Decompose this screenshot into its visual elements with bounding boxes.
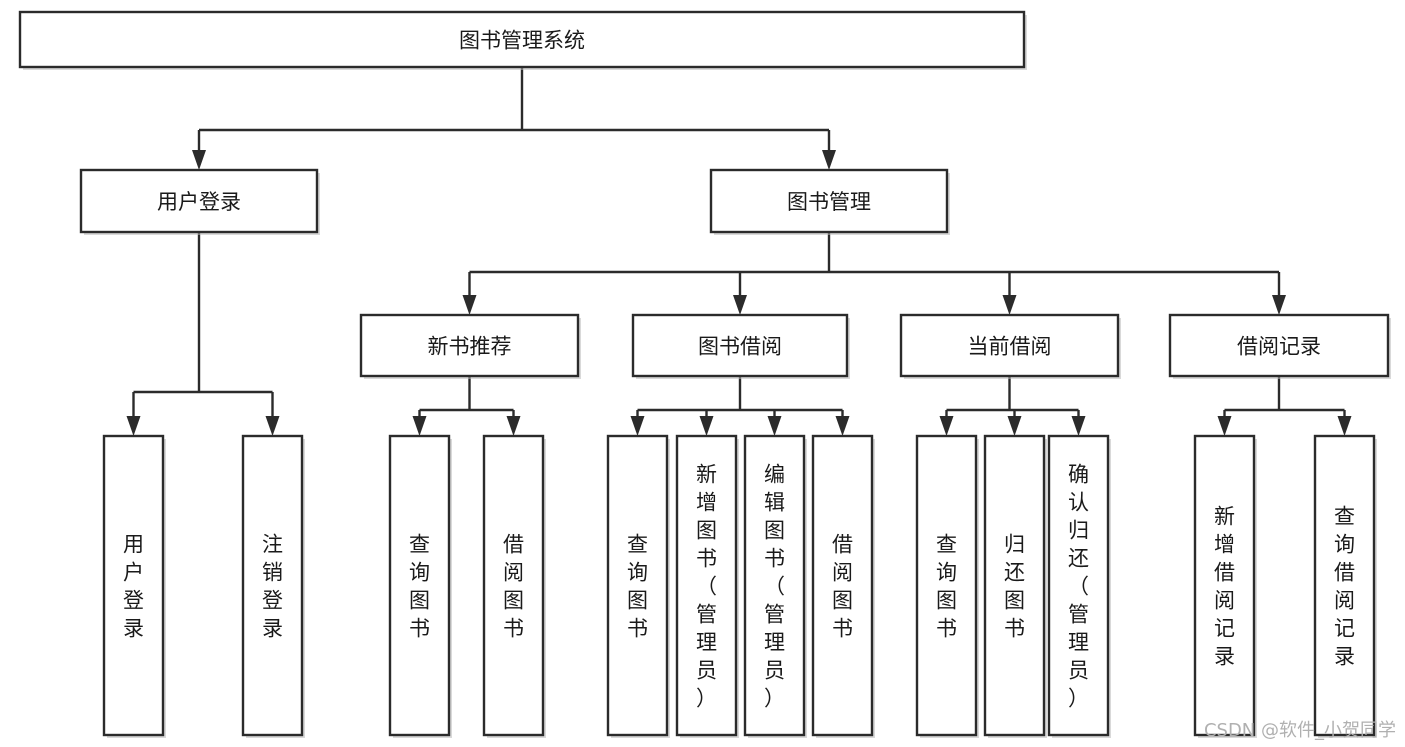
node-level2-l2-1[interactable]: 图书借阅 xyxy=(631,313,850,379)
node-leaf-leaf-11[interactable]: 新增借阅记录 xyxy=(1193,434,1257,738)
node-label: 归还图书 xyxy=(1004,532,1025,640)
connectors-l2-0-to-leaves xyxy=(412,376,521,436)
arrow-head-icon xyxy=(630,416,645,436)
node-leaf-leaf-10[interactable]: 确认归还（管理员） xyxy=(1047,434,1111,738)
arrow-head-icon xyxy=(265,416,280,436)
node-label: 图书借阅 xyxy=(698,335,782,359)
node-leaf-leaf-2[interactable]: 查询图书 xyxy=(388,434,452,738)
arrow-head-icon xyxy=(733,295,747,315)
node-label: 图书管理 xyxy=(787,190,871,214)
csdn-watermark: CSDN @软件_小贺同学 xyxy=(1204,720,1396,741)
node-leaf-leaf-3[interactable]: 借阅图书 xyxy=(482,434,546,738)
arrow-head-icon xyxy=(767,416,782,436)
node-label: 当前借阅 xyxy=(968,335,1052,359)
arrow-head-icon xyxy=(1217,416,1232,436)
arrow-head-icon xyxy=(939,416,954,436)
node-leaf-leaf-5[interactable]: 新增图书（管理员） xyxy=(675,434,739,738)
node-leaf-leaf-9[interactable]: 归还图书 xyxy=(983,434,1047,738)
connectors-level1-to-level2 xyxy=(462,232,1286,315)
node-level2-l2-3[interactable]: 借阅记录 xyxy=(1168,313,1391,379)
node-leaf-leaf-8[interactable]: 查询图书 xyxy=(915,434,979,738)
connectors-l2-2-to-leaves xyxy=(939,376,1086,436)
node-label: 新增借阅记录 xyxy=(1214,504,1235,668)
arrow-head-icon xyxy=(1272,295,1286,315)
node-level1-l1-0[interactable]: 用户登录 xyxy=(79,168,320,235)
node-label: 查询图书 xyxy=(409,532,430,640)
node-label: 借阅记录 xyxy=(1237,335,1321,359)
node-label: 新书推荐 xyxy=(428,335,512,359)
node-label: 注销登录 xyxy=(262,532,283,640)
node-label: 查询图书 xyxy=(627,532,648,640)
node-leaf-leaf-7[interactable]: 借阅图书 xyxy=(811,434,875,738)
connectors-root-to-level1 xyxy=(192,67,836,170)
arrow-head-icon xyxy=(1002,295,1017,315)
node-label: 确认归还（管理员） xyxy=(1068,462,1089,710)
arrow-head-icon xyxy=(462,295,477,315)
node-label: 查询图书 xyxy=(936,532,957,640)
node-leaf-leaf-4[interactable]: 查询图书 xyxy=(606,434,670,738)
arrow-head-icon xyxy=(1071,416,1086,436)
arrow-head-icon xyxy=(126,416,141,436)
node-label: 借阅图书 xyxy=(832,532,853,640)
arrow-head-icon xyxy=(192,150,206,170)
node-leaf-leaf-0[interactable]: 用户登录 xyxy=(102,434,166,738)
node-label: 查询借阅记录 xyxy=(1334,504,1355,668)
node-leaf-leaf-6[interactable]: 编辑图书（管理员） xyxy=(743,434,807,738)
node-label: 编辑图书（管理员） xyxy=(764,462,785,710)
node-root-root[interactable]: 图书管理系统 xyxy=(18,10,1027,70)
node-leaf-leaf-1[interactable]: 注销登录 xyxy=(241,434,305,738)
connector-lines xyxy=(126,67,1352,436)
connectors-l2-1-to-leaves xyxy=(630,376,850,436)
arrow-head-icon xyxy=(1337,416,1352,436)
node-label: 用户登录 xyxy=(123,532,144,640)
node-level2-l2-0[interactable]: 新书推荐 xyxy=(359,313,581,379)
node-leaf-leaf-12[interactable]: 查询借阅记录 xyxy=(1313,434,1377,738)
connectors-login-to-leaves xyxy=(126,232,280,436)
node-level2-l2-2[interactable]: 当前借阅 xyxy=(899,313,1121,379)
node-label: 新增图书（管理员） xyxy=(696,462,717,710)
connectors-l2-3-to-leaves xyxy=(1217,376,1352,436)
node-boxes: 图书管理系统用户登录图书管理新书推荐图书借阅当前借阅借阅记录用户登录注销登录查询… xyxy=(18,10,1391,738)
arrow-head-icon xyxy=(822,150,836,170)
arrow-head-icon xyxy=(1007,416,1022,436)
node-label: 用户登录 xyxy=(157,190,241,214)
arrow-head-icon xyxy=(835,416,850,436)
node-level1-l1-1[interactable]: 图书管理 xyxy=(709,168,950,235)
arrow-head-icon xyxy=(412,416,427,436)
arrow-head-icon xyxy=(699,416,714,436)
node-label: 借阅图书 xyxy=(503,532,524,640)
arrow-head-icon xyxy=(506,416,521,436)
node-label: 图书管理系统 xyxy=(459,29,585,53)
